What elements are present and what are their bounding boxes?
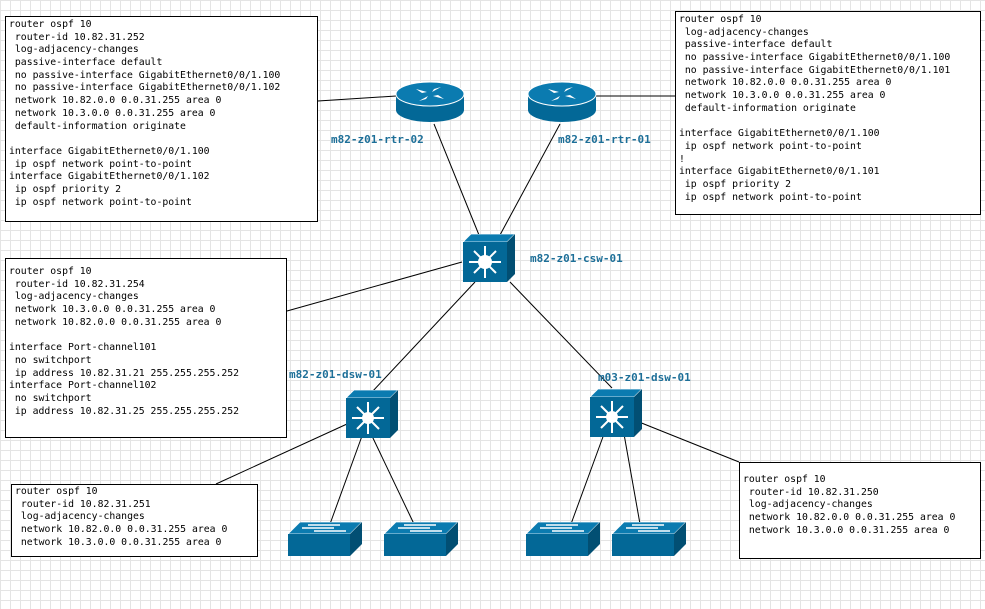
- config-line: ip ospf network point-to-point: [9, 196, 192, 208]
- workgroup-switch-icon: [612, 522, 686, 558]
- config-line: router ospf 10: [679, 14, 762, 25]
- router-icon: [394, 80, 466, 126]
- config-line: passive-interface default: [679, 39, 833, 51]
- device-label-dsw03: m03-z01-dsw-01: [598, 371, 691, 384]
- config-line: [679, 116, 977, 129]
- config-line: router ospf 10: [15, 486, 98, 497]
- annotation-link-csw01: [286, 261, 463, 312]
- config-line: no switchport: [9, 354, 92, 366]
- config-line: log-adjacency-changes: [679, 26, 809, 38]
- config-line: [9, 133, 314, 146]
- config-line: no passive-interface GigabitEthernet0/0/…: [679, 52, 951, 64]
- config-line: interface Port-channel102: [9, 380, 157, 392]
- annotation-link-rtr02: [317, 95, 397, 102]
- config-note-dsw03: router ospf 10 router-id 10.82.31.250 lo…: [739, 462, 981, 559]
- config-line: network 10.82.0.0 0.0.31.255 area 0: [679, 77, 892, 89]
- config-line: no switchport: [9, 392, 92, 404]
- config-line: interface GigabitEthernet0/0/1.100: [9, 145, 210, 157]
- config-line: log-adjacency-changes: [9, 44, 139, 56]
- workgroup-switch-icon: [288, 522, 362, 558]
- link-dsw82-acc2: [371, 435, 415, 525]
- config-line: log-adjacency-changes: [15, 511, 145, 523]
- config-line: router-id 10.82.31.251: [15, 498, 151, 510]
- config-line: network 10.82.0.0 0.0.31.255 area 0: [743, 512, 956, 524]
- config-line: router-id 10.82.31.250: [743, 486, 879, 498]
- config-line: ip ospf priority 2: [9, 183, 122, 195]
- config-line: interface GigabitEthernet0/0/1.100: [679, 128, 880, 140]
- config-line: network 10.3.0.0 0.0.31.255 area 0: [15, 536, 222, 548]
- config-line: log-adjacency-changes: [743, 499, 873, 511]
- config-line: no passive-interface GigabitEthernet0/0/…: [679, 64, 951, 76]
- link-rtr01-csw01: [499, 123, 561, 236]
- config-line: no passive-interface GigabitEthernet0/0/…: [9, 69, 281, 81]
- config-line: default-information originate: [9, 120, 186, 132]
- link-csw01-dsw82: [371, 281, 476, 393]
- config-line: ip ospf network point-to-point: [679, 191, 862, 203]
- config-note-rtr02: router ospf 10 router-id 10.82.31.252 lo…: [5, 16, 318, 222]
- annotation-link-dsw82: [215, 423, 348, 485]
- config-line: network 10.3.0.0 0.0.31.255 area 0: [679, 90, 886, 102]
- config-line: !: [679, 153, 685, 165]
- config-line: passive-interface default: [9, 57, 163, 69]
- layer3-switch-icon: [463, 234, 515, 282]
- config-line: router-id 10.82.31.254: [9, 278, 145, 290]
- link-dsw03-acc3: [570, 433, 605, 525]
- config-line: router ospf 10: [743, 474, 826, 485]
- layer3-switch-icon: [590, 389, 642, 437]
- config-line: network 10.3.0.0 0.0.31.255 area 0: [9, 107, 216, 119]
- router-icon: [526, 80, 598, 126]
- device-label-rtr02: m82-z01-rtr-02: [331, 133, 424, 146]
- config-line: interface GigabitEthernet0/0/1.102: [9, 171, 210, 183]
- config-line: network 10.82.0.0 0.0.31.255 area 0: [9, 316, 222, 328]
- config-line: network 10.3.0.0 0.0.31.255 area 0: [743, 524, 950, 536]
- config-line: router-id 10.82.31.252: [9, 31, 145, 43]
- config-line: router ospf 10: [9, 266, 92, 277]
- link-dsw03-acc4: [623, 433, 641, 525]
- device-label-rtr01: m82-z01-rtr-01: [558, 133, 651, 146]
- config-line: ip ospf priority 2: [679, 178, 792, 190]
- config-line: no passive-interface GigabitEthernet0/0/…: [9, 82, 281, 94]
- link-dsw82-acc1: [329, 435, 363, 525]
- config-line: default-information originate: [679, 102, 856, 114]
- link-rtr02-csw01: [433, 123, 480, 236]
- link-csw01-dsw03: [509, 281, 613, 389]
- config-note-rtr01: router ospf 10 log-adjacency-changes pas…: [675, 11, 981, 215]
- workgroup-switch-icon: [526, 522, 600, 558]
- config-line: ip address 10.82.31.25 255.255.255.252: [9, 405, 240, 417]
- config-note-csw01: router ospf 10 router-id 10.82.31.254 lo…: [5, 258, 287, 438]
- config-line: ip address 10.82.31.21 255.255.255.252: [9, 367, 240, 379]
- config-line: interface GigabitEthernet0/0/1.101: [679, 166, 880, 178]
- config-note-dsw82: router ospf 10 router-id 10.82.31.251 lo…: [11, 484, 258, 557]
- config-line: network 10.82.0.0 0.0.31.255 area 0: [15, 524, 228, 536]
- config-line: [9, 329, 283, 342]
- config-line: ip ospf network point-to-point: [679, 140, 862, 152]
- config-line: ip ospf network point-to-point: [9, 158, 192, 170]
- device-label-csw01: m82-z01-csw-01: [530, 252, 623, 265]
- workgroup-switch-icon: [384, 522, 458, 558]
- config-line: network 10.82.0.0 0.0.31.255 area 0: [9, 95, 222, 107]
- annotation-link-dsw03: [638, 421, 740, 463]
- config-line: interface Port-channel101: [9, 342, 157, 354]
- config-line: router ospf 10: [9, 19, 92, 30]
- device-label-dsw82: m82-z01-dsw-01: [289, 368, 382, 381]
- layer3-switch-icon: [346, 390, 398, 438]
- config-line: log-adjacency-changes: [9, 291, 139, 303]
- config-line: network 10.3.0.0 0.0.31.255 area 0: [9, 304, 216, 316]
